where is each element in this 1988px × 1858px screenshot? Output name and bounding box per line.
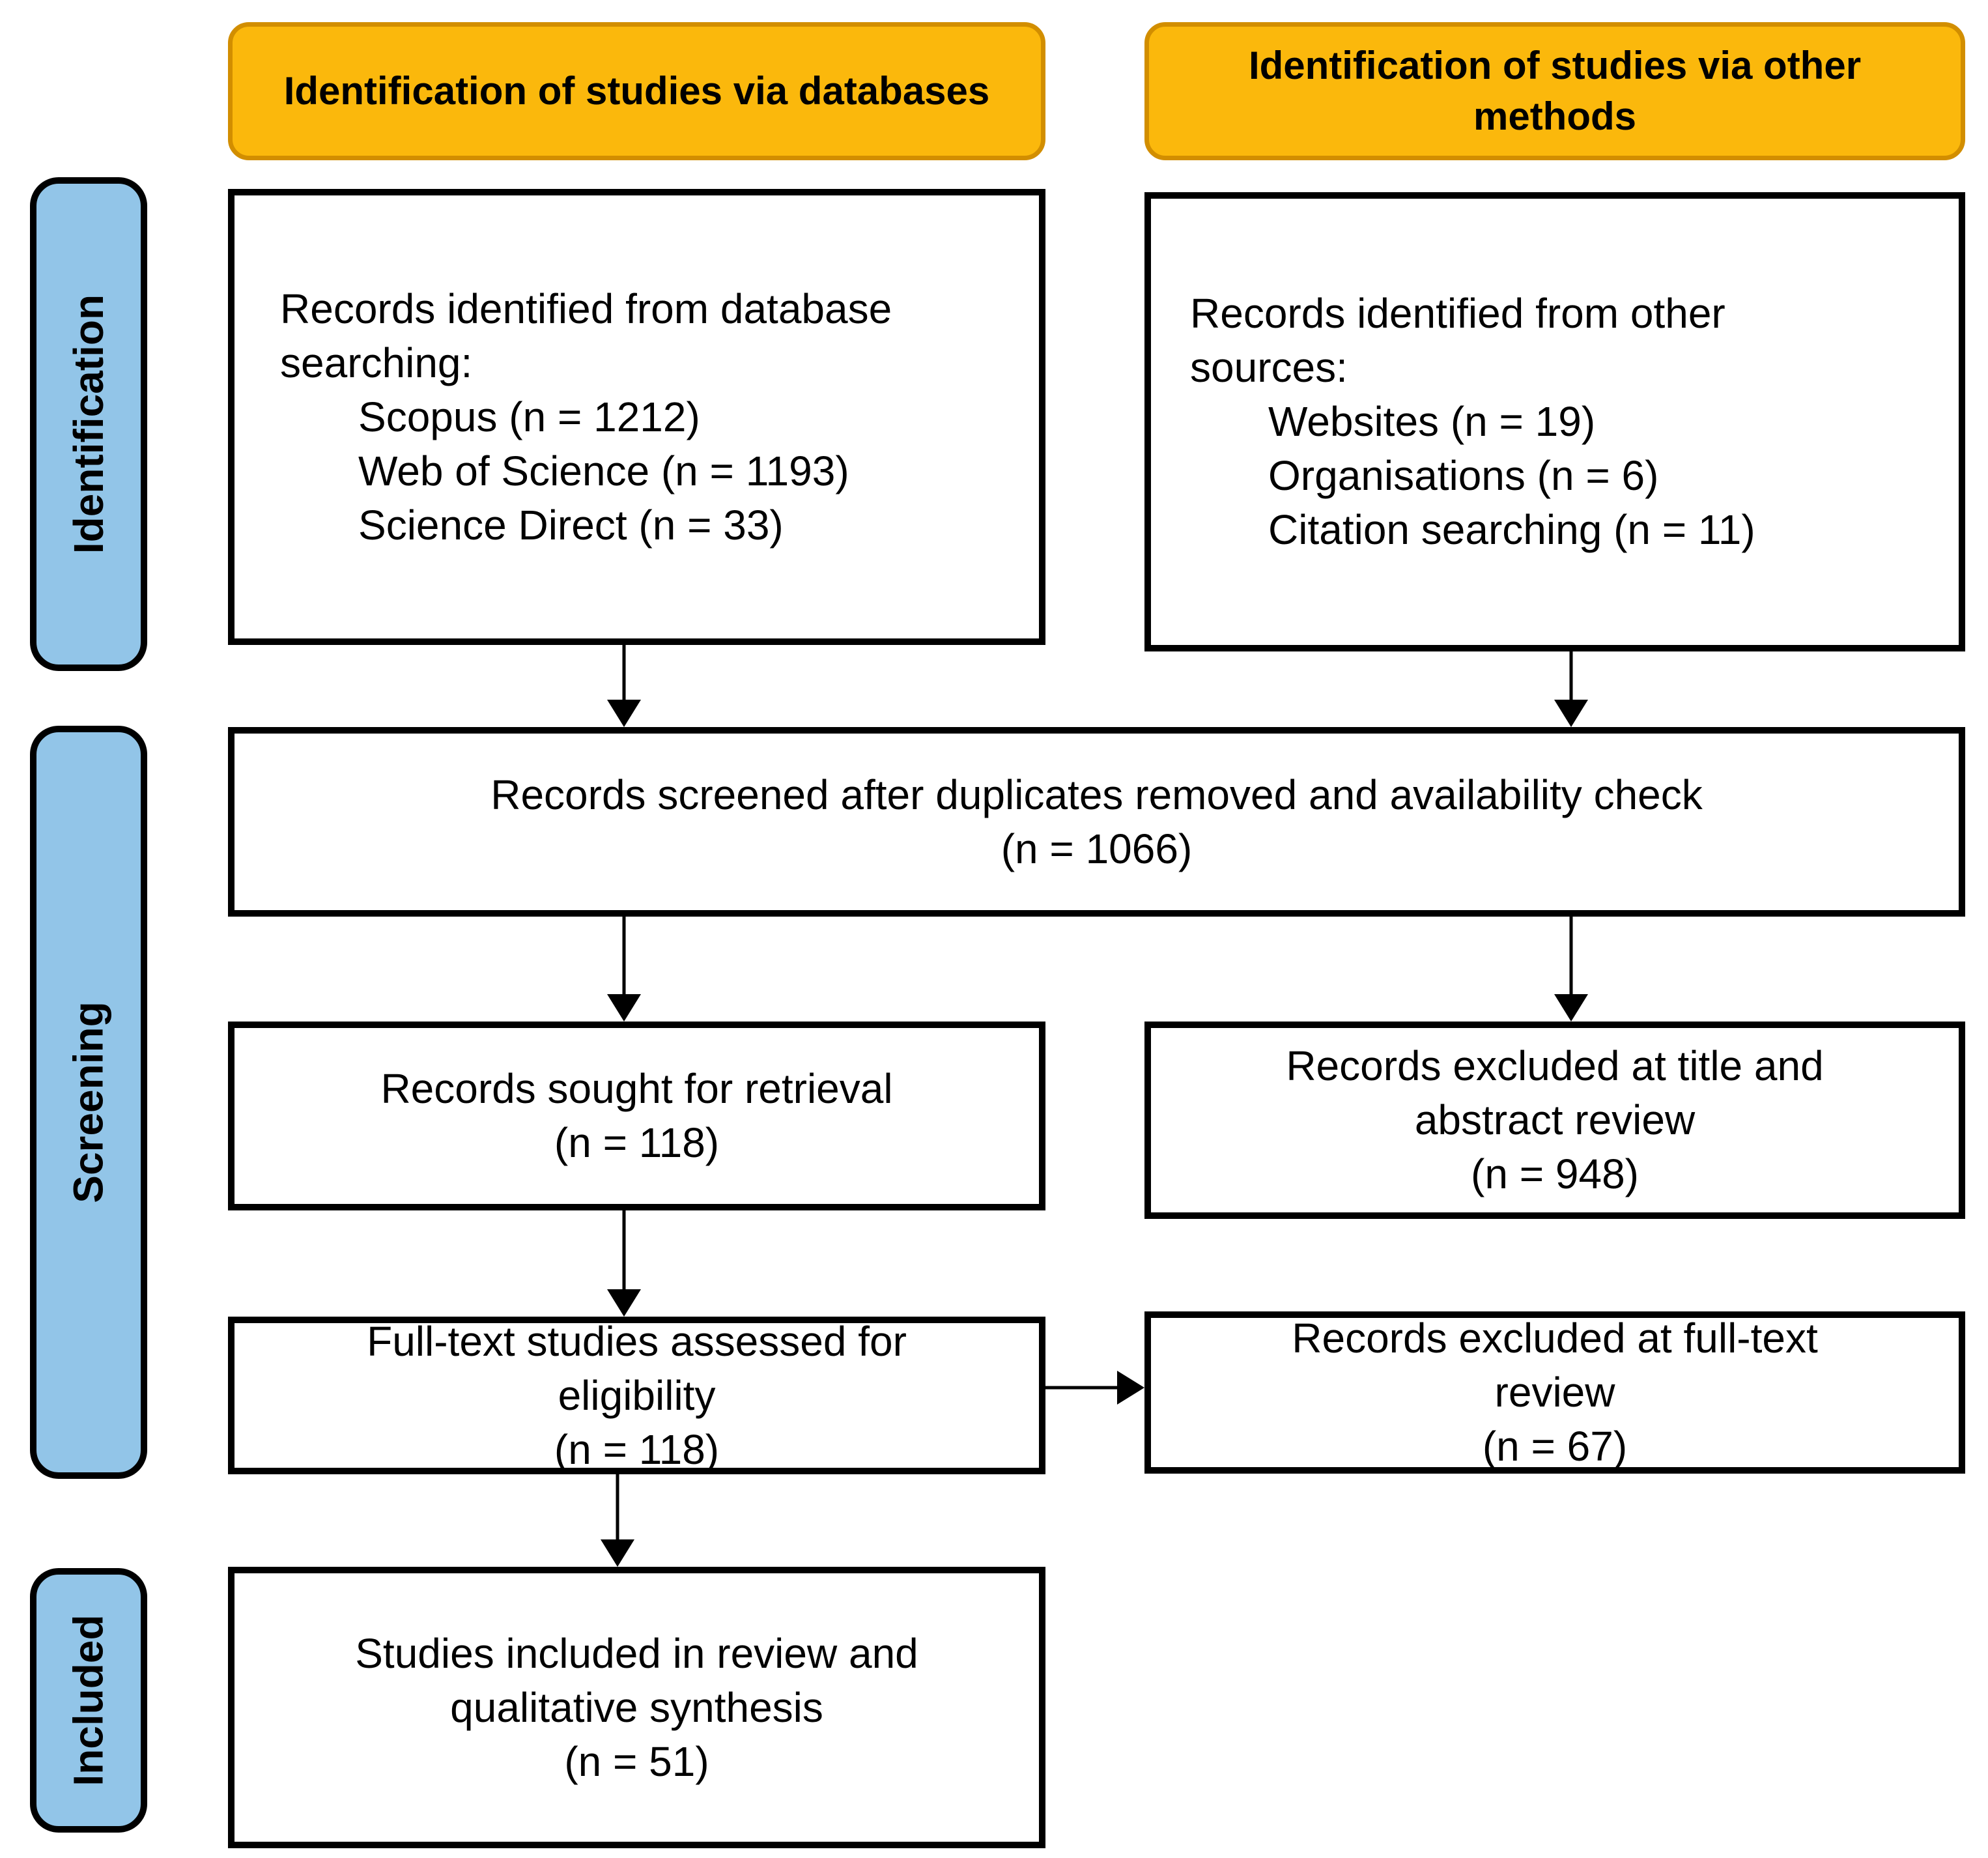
box-other-records-item: Organisations (n = 6): [1268, 452, 1659, 499]
box-included-line2: (n = 51): [564, 1737, 709, 1785]
box-fulltext-line1: Full-text studies assessed for eligibili…: [367, 1317, 907, 1419]
box-screened: Records screened after duplicates remove…: [228, 727, 1965, 917]
arrow-line: [622, 917, 626, 995]
arrow-line: [616, 1474, 619, 1541]
arrow-fulltext-to-excluded: [1045, 1371, 1144, 1405]
box-sought-line2: (n = 118): [554, 1119, 720, 1166]
arrow-other-to-screened: [1554, 651, 1588, 727]
box-included-line1: Studies included in review and qualitati…: [355, 1629, 918, 1731]
arrow-down-icon: [601, 1539, 634, 1567]
arrow-down-icon: [1554, 994, 1588, 1022]
box-screened-line2: (n = 1066): [1001, 825, 1193, 872]
box-other-records: Records identified from other sources: W…: [1144, 192, 1965, 651]
arrow-down-icon: [1554, 700, 1588, 727]
box-other-records-intro: Records identified from other sources:: [1190, 290, 1725, 391]
box-database-records: Records identified from database searchi…: [228, 189, 1045, 645]
box-database-records-intro: Records identified from database searchi…: [280, 285, 892, 386]
box-excluded-fulltext-line2: (n = 67): [1482, 1423, 1628, 1470]
arrow-line: [1569, 917, 1573, 995]
box-sought: Records sought for retrieval (n = 118): [228, 1022, 1045, 1210]
arrow-down-icon: [607, 1289, 641, 1317]
arrow-screened-to-excluded-title: [1554, 917, 1588, 1022]
stage-label-identification: Identification: [30, 177, 147, 671]
arrow-right-icon: [1117, 1371, 1144, 1405]
arrow-screened-to-sought: [607, 917, 641, 1022]
arrow-line: [1045, 1386, 1118, 1390]
box-included: Studies included in review and qualitati…: [228, 1567, 1045, 1848]
box-other-records-item: Websites (n = 19): [1268, 398, 1596, 445]
box-excluded-title-abstract: Records excluded at title and abstract r…: [1144, 1022, 1965, 1219]
header-other-methods-label: Identification of studies via other meth…: [1248, 44, 1862, 138]
arrow-down-icon: [607, 700, 641, 727]
arrow-line: [622, 1210, 626, 1291]
arrow-fulltext-to-included: [601, 1474, 634, 1567]
stage-label-screening-text: Screening: [65, 1001, 112, 1203]
box-excluded-title-abstract-line2: (n = 948): [1471, 1151, 1639, 1197]
stage-label-identification-text: Identification: [65, 294, 112, 554]
arrow-down-icon: [607, 994, 641, 1022]
stage-label-included-text: Included: [65, 1614, 112, 1786]
stage-label-included: Included: [30, 1568, 147, 1833]
arrow-line: [1569, 651, 1573, 701]
box-screened-line1: Records screened after duplicates remove…: [490, 771, 1703, 818]
box-database-records-item: Web of Science (n = 1193): [358, 447, 849, 494]
box-database-records-item: Science Direct (n = 33): [358, 501, 784, 549]
header-other-methods: Identification of studies via other meth…: [1144, 22, 1965, 160]
arrow-sought-to-fulltext: [607, 1210, 641, 1317]
box-fulltext: Full-text studies assessed for eligibili…: [228, 1317, 1045, 1474]
box-database-records-item: Scopus (n = 1212): [358, 393, 700, 440]
box-sought-line1: Records sought for retrieval: [380, 1065, 893, 1112]
box-excluded-fulltext: Records excluded at full-text review (n …: [1144, 1311, 1965, 1474]
box-excluded-title-abstract-line1: Records excluded at title and abstract r…: [1286, 1042, 1824, 1143]
box-fulltext-line2: (n = 118): [554, 1425, 720, 1473]
arrow-line: [622, 645, 626, 701]
header-databases-label: Identification of studies via databases: [283, 69, 990, 113]
arrow-db-to-screened: [607, 645, 641, 727]
box-other-records-item: Citation searching (n = 11): [1268, 506, 1755, 553]
box-excluded-fulltext-line1: Records excluded at full-text review: [1292, 1315, 1818, 1416]
header-databases: Identification of studies via databases: [228, 22, 1045, 160]
stage-label-screening: Screening: [30, 726, 147, 1479]
